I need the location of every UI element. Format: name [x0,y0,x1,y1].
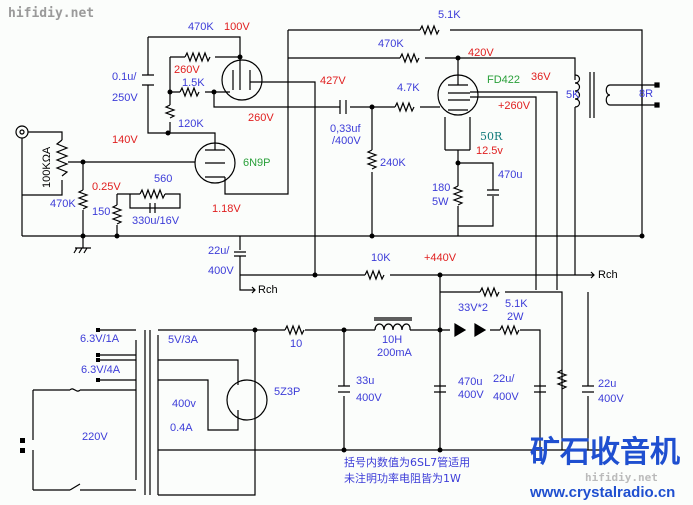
label-440v: +440V [424,252,457,264]
label-427v: 427V [320,75,346,87]
label-r150: 150 [92,206,111,218]
label-c22b: 22u/ [493,373,515,385]
label-zener: 33V*2 [458,302,488,314]
label-tube-6n9p: 6N9P [243,157,271,169]
label-heater-5v: 5V/3A [168,334,198,346]
logo-text: 矿石收音机 [530,435,680,470]
label-c470: 470u [458,376,483,388]
label-260v-b: 260V [248,112,274,124]
label-pot: 100KΩA [41,146,53,188]
label-c330: 330u/16V [132,215,180,227]
label-r180w: 5W [432,196,449,208]
label-100v: 100V [224,21,250,33]
label-c22a: 22u/ [208,245,230,257]
power-transformer [135,330,159,495]
label-heater-63a: 6.3V/1A [80,333,120,345]
label-140v: 140V [112,134,138,146]
label-c22bv: 400V [493,391,519,403]
label-r120k: 120K [178,118,204,130]
label-tube-fd422: FD422 [487,74,521,86]
label-c033: 0,33uf [330,123,361,135]
choke [374,317,412,331]
label-r470k-pl: 470K [378,38,404,50]
label-rch-2: Rch [598,269,618,281]
label-025v: 0.25V [92,181,121,193]
label-c470v: 400V [458,389,484,401]
input-jack [15,125,29,139]
label-c470u-k: 470u [498,169,523,181]
output-transformer [574,72,657,275]
label-r10: 10 [290,338,303,350]
label-choke-current: 200mA [377,347,412,359]
label-r51k-fb: 5.1K [438,9,461,21]
label-36v: 36V [531,71,551,83]
label-r240k: 240K [380,157,406,169]
label-r470k-grid: 470K [50,198,76,210]
label-r15k: 1.5K [182,77,205,89]
label-c01v: 250V [112,92,138,104]
label-c33: 33u [356,375,375,387]
label-r10k: 10K [371,252,391,264]
label-125v: 12.5v [476,145,503,157]
note-2: 未注明功率电阻皆为1W [344,472,461,485]
note-1: 括号内数值为6SL7管适用 [344,456,471,469]
label-ot-primary: 5K [566,89,580,101]
label-c22cv: 400V [598,393,624,405]
label-rch-1: Rch [258,284,278,296]
label-heater-63b: 6.3V/4A [81,364,121,376]
label-260v-c: +260V [498,100,531,112]
tube-5z3p [226,379,268,421]
label-r51kw: 2W [507,311,524,323]
label-r47k: 4.7K [397,82,420,94]
junction-dots [20,54,645,453]
label-r51k: 5.1K [505,298,528,310]
label-c33v: 400V [356,392,382,404]
label-r180: 180 [432,182,451,194]
label-420v: 420V [468,47,494,59]
logo-watermark: hifidiy.net [585,471,658,484]
label-choke: 10H [382,334,403,346]
tube-6n9p-upper [221,59,263,101]
label-r470k-top: 470K [188,21,214,33]
label-ot-secondary: 8R [639,88,654,100]
logo-url: www.crystalradio.cn [530,484,676,501]
label-260v-a: 260V [174,64,200,76]
resistor-470k [77,189,89,210]
label-c033v: /400V [332,135,361,147]
zener-diodes [454,322,487,338]
label-r50: 50R [480,130,503,143]
label-c22c: 22u [598,378,617,390]
label-hv-current: 0.4A [170,422,193,434]
label-118v: 1.18V [212,203,241,215]
label-hv: 400v [172,398,196,410]
label-c01: 0.1u/ [112,71,137,83]
label-tube-5z3p: 5Z3P [274,386,301,398]
label-c22av: 400V [208,265,234,277]
volume-pot [55,139,69,177]
label-mains: 220V [82,431,108,443]
watermark: hifidiy.net [8,6,95,21]
label-r560: 560 [154,173,173,185]
